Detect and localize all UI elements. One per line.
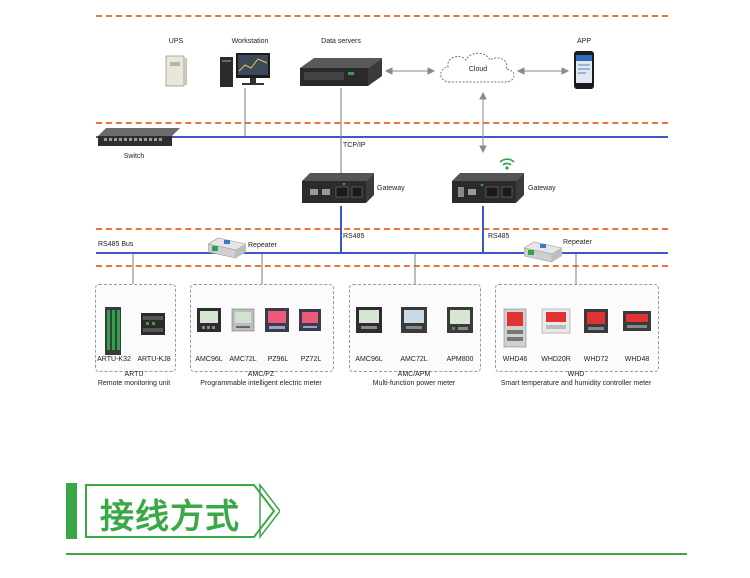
amc-apm-group-name: AMC/APM	[397, 371, 431, 378]
artu-device-2-label: ARTU-KJ8	[137, 356, 171, 363]
amc72l-meter-icon	[231, 308, 255, 332]
switch-icon	[98, 128, 180, 146]
amc-apm-group-desc: Multi-function power meter	[372, 380, 456, 387]
data-server-icon	[300, 58, 382, 86]
separator-top	[96, 15, 668, 17]
whd48-controller-icon	[623, 311, 651, 331]
gateway-right-icon	[452, 173, 524, 203]
rs485-bus-line	[96, 252, 668, 254]
switch-label: Switch	[123, 153, 145, 160]
wifi-icon	[499, 158, 515, 170]
app-label: APP	[576, 38, 592, 45]
gateway-left-label: Gateway	[377, 185, 405, 192]
whd-group-desc: Smart temperature and humidity controlle…	[500, 380, 652, 387]
connector-lines	[113, 67, 638, 300]
ups-icon	[165, 55, 187, 87]
whd72-controller-icon	[584, 309, 608, 333]
artu-group-name: ARTU	[124, 371, 144, 378]
pz72l-meter-icon	[299, 309, 321, 331]
amc-apm-device-3-label: APM800	[446, 356, 474, 363]
whd-device-4-label: WHD48	[624, 356, 650, 363]
section-title: 接线方式	[100, 497, 240, 537]
amc-pz-device-1-label: AMC96L	[195, 356, 223, 363]
separator-mid	[96, 122, 668, 124]
amc-pz-group-desc: Programmable intelligent electric meter	[200, 380, 322, 387]
rs485-right-label: RS485	[488, 233, 510, 240]
tcpip-label: TCP/IP	[343, 142, 366, 149]
amc96l-meter-icon	[197, 308, 221, 332]
title-chevron-frame	[85, 483, 280, 539]
cloud-icon	[440, 52, 515, 83]
amc96l-power-meter-icon	[356, 307, 382, 333]
whd-device-1-label: WHD46	[502, 356, 528, 363]
section-title-accent-bar	[66, 483, 77, 539]
repeater-left-label: Repeater	[248, 242, 277, 249]
amc-apm-device-2-label: AMC72L	[400, 356, 428, 363]
ups-label: UPS	[168, 38, 184, 45]
section-bottom-rule	[66, 553, 687, 555]
amc-pz-group-name: AMC/PZ	[247, 371, 275, 378]
repeater-left-icon	[208, 237, 246, 259]
rs485-left-label: RS485	[343, 233, 365, 240]
artu-group-desc: Remote monitoring unit	[97, 380, 171, 387]
whd-device-2-label: WHD20R	[541, 356, 571, 363]
workstation-icon	[220, 53, 270, 87]
amc72l-power-meter-icon	[401, 307, 427, 333]
workstation-label: Workstation	[231, 38, 269, 45]
whd20r-controller-icon	[541, 308, 571, 334]
repeater-right-label: Repeater	[563, 239, 592, 246]
tcpip-bus-line	[96, 136, 668, 138]
cloud-label: Cloud	[468, 66, 488, 73]
artu-k32-icon	[105, 307, 121, 355]
phone-icon	[574, 51, 594, 89]
amc-apm-device-1-label: AMC96L	[355, 356, 383, 363]
whd-group-name: WHD	[567, 371, 585, 378]
gateway-right-label: Gateway	[528, 185, 556, 192]
whd-device-3-label: WHD72	[583, 356, 609, 363]
separator-bus	[96, 228, 668, 230]
amc-pz-device-2-label: AMC72L	[229, 356, 257, 363]
data-servers-label: Data servers	[321, 38, 361, 45]
gateway-left-icon	[302, 173, 374, 203]
amc-pz-device-4-label: PZ72L	[300, 356, 322, 363]
rs485-bus-label: RS485 Bus	[98, 241, 134, 248]
separator-bottom	[96, 265, 668, 267]
artu-device-1-label: ARTU-K32	[97, 356, 131, 363]
whd46-controller-icon	[503, 308, 527, 348]
artu-kj8-icon	[141, 313, 165, 335]
amc-pz-device-3-label: PZ96L	[267, 356, 289, 363]
repeater-right-icon	[524, 241, 562, 263]
pz96l-meter-icon	[265, 308, 289, 332]
apm800-meter-icon	[447, 307, 473, 333]
